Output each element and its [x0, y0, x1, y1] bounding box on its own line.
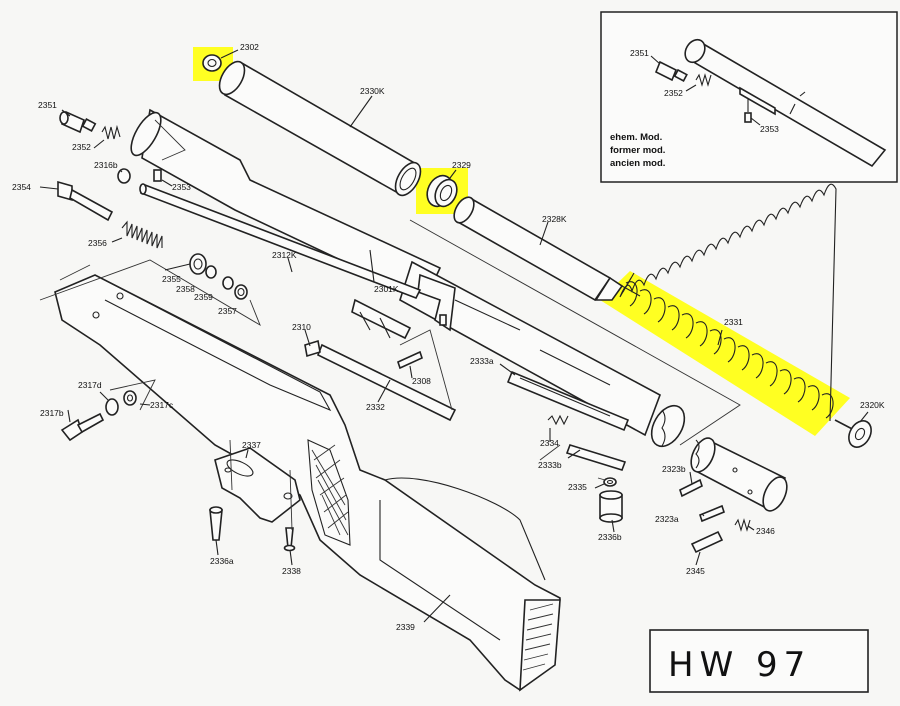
- label-2317b: 2317b: [40, 408, 64, 418]
- part-2332-linkage: [304, 298, 457, 422]
- label-2330k: 2330K: [360, 86, 385, 96]
- label-2352: 2352: [72, 142, 91, 152]
- part-2352-spring: [101, 124, 121, 140]
- part-2356-spring: [121, 220, 163, 249]
- part-2316b-washer: [117, 168, 131, 184]
- part-2353-pin: [153, 169, 162, 182]
- part-2329-ring: [426, 174, 458, 208]
- inset-label-2352: 2352: [664, 88, 683, 98]
- label-2358: 2358: [176, 284, 195, 294]
- label-2332: 2332: [366, 402, 385, 412]
- part-2331-coils: [625, 281, 834, 419]
- part-2320k-guide: [834, 419, 872, 448]
- label-2359: 2359: [194, 292, 213, 302]
- label-2302: 2302: [240, 42, 259, 52]
- label-2339: 2339: [396, 622, 415, 632]
- part-2334-spring: [547, 414, 569, 426]
- inset-label-2353: 2353: [760, 124, 779, 134]
- label-2354: 2354: [12, 182, 31, 192]
- label-2334: 2334: [540, 438, 559, 448]
- part-2351-screw: [59, 110, 97, 134]
- inset-label-2351: 2351: [630, 48, 649, 58]
- inset-former-model: [600, 11, 898, 183]
- label-2312k: 2312K: [272, 250, 297, 260]
- part-2317-group: [60, 390, 137, 442]
- highlight-2331: [600, 271, 850, 436]
- assembly-lines: [39, 119, 741, 531]
- part-2345-screw: [690, 530, 724, 554]
- inset-labels: 2351 2352 2353 ehem. Mod. former mod. an…: [610, 48, 779, 169]
- label-2338: 2338: [282, 566, 301, 576]
- part-2330k-tube: [218, 60, 422, 197]
- model-box: HW 97: [649, 629, 869, 693]
- label-2356: 2356: [88, 238, 107, 248]
- label-2316b: 2316b: [94, 160, 118, 170]
- part-2354-axle: [57, 180, 114, 222]
- label-2328k: 2328K: [542, 214, 567, 224]
- part-2328k-piston: [453, 196, 641, 302]
- part-2336b-knob: [599, 490, 623, 523]
- label-2336a: 2336a: [210, 556, 234, 566]
- leader-lines: [39, 49, 869, 623]
- label-2323b: 2323b: [662, 464, 686, 474]
- inset-note-en: former mod.: [610, 145, 665, 156]
- label-2323a: 2323a: [655, 514, 679, 524]
- label-2308: 2308: [412, 376, 431, 386]
- label-2333b: 2333b: [538, 460, 562, 470]
- part-2323a-pin: [699, 504, 725, 523]
- label-2337: 2337: [242, 440, 261, 450]
- part-2335-nut: [603, 477, 617, 487]
- label-2333a: 2333a: [470, 356, 494, 366]
- label-2301k: 2301K: [374, 284, 399, 294]
- label-2320k: 2320K: [860, 400, 885, 410]
- label-2331: 2331: [724, 317, 743, 327]
- part-2333a-plate: [506, 370, 630, 432]
- label-2317d: 2317d: [78, 380, 102, 390]
- part-2323b-pin: [679, 478, 703, 498]
- label-2310: 2310: [292, 322, 311, 332]
- model-name: HW 97: [668, 645, 811, 685]
- part-2312k-rod: [139, 183, 422, 300]
- label-2317c: 2317c: [150, 400, 174, 410]
- label-2353: 2353: [172, 182, 191, 192]
- label-2335: 2335: [568, 482, 587, 492]
- label-2346: 2346: [756, 526, 775, 536]
- part-2302-washer: [202, 54, 222, 72]
- part-2333b-plate: [565, 444, 627, 471]
- part-2338-screw: [283, 527, 296, 552]
- label-2336b: 2336b: [598, 532, 622, 542]
- part-trigger-housing: [690, 437, 788, 512]
- inset-note-de: ehem. Mod.: [610, 132, 662, 143]
- label-2345: 2345: [686, 566, 705, 576]
- part-labels: 2302 2330K 2351 2352 2316b 2353 2354 232…: [12, 42, 885, 632]
- label-2357: 2357: [218, 306, 237, 316]
- part-2355-group: [189, 253, 248, 300]
- part-2346-spring: [734, 518, 751, 532]
- part-2337-trigger-guard: [214, 447, 301, 523]
- label-2351: 2351: [38, 100, 57, 110]
- part-2339-stock: [54, 274, 561, 692]
- inset-note-fr: ancien mod.: [610, 158, 665, 169]
- part-2336a-screw: [209, 506, 223, 541]
- part-2331-mainspring: [619, 183, 837, 422]
- label-2355: 2355: [162, 274, 181, 284]
- label-2329: 2329: [452, 160, 471, 170]
